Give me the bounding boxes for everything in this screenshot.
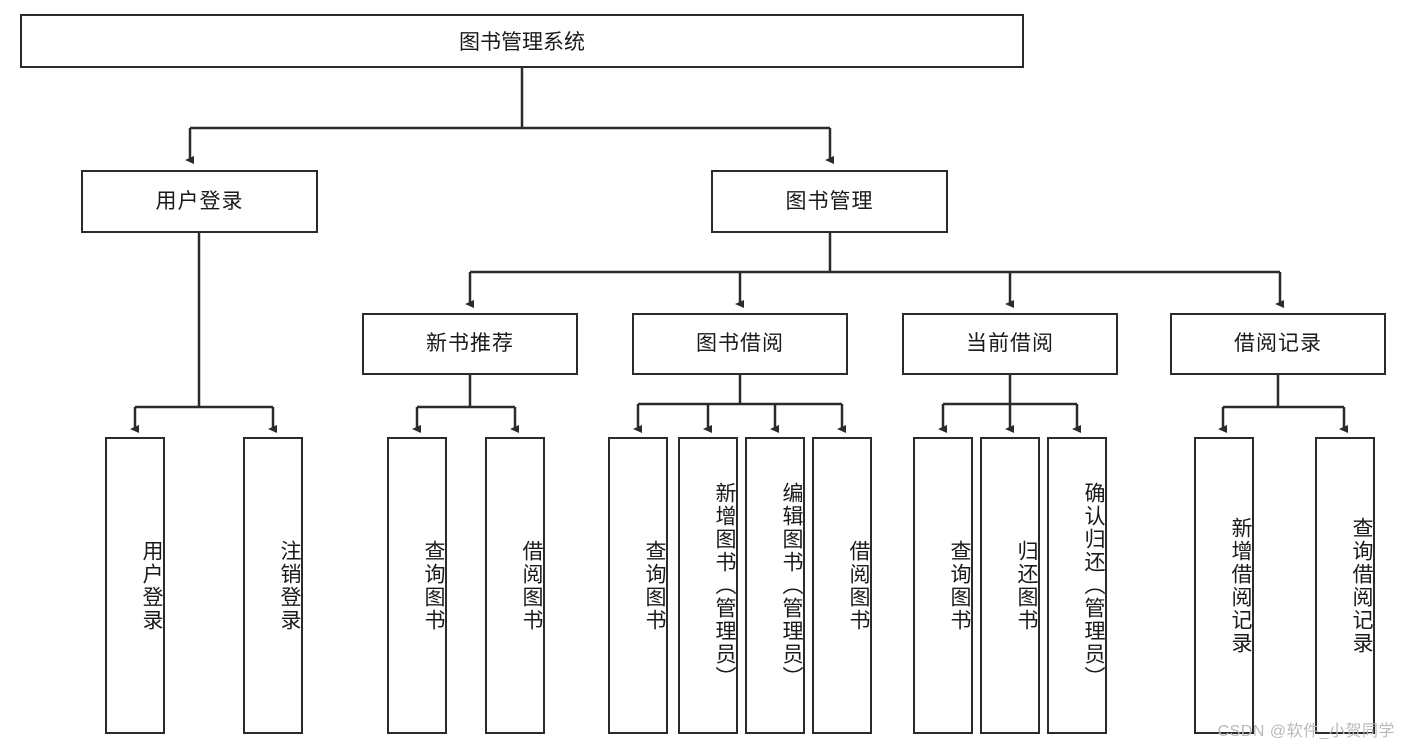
node-label: 借阅记录 xyxy=(1234,332,1322,356)
leaf-user-login-logout[interactable]: 注销登录 xyxy=(243,437,303,734)
node-label: 编辑图书（管理员） xyxy=(780,482,803,689)
node-new-book-recommend[interactable]: 新书推荐 xyxy=(362,313,578,375)
leaf-book-borrow-query-book[interactable]: 查询图书 xyxy=(608,437,668,734)
leaf-current-borrow-return-book[interactable]: 归还图书 xyxy=(980,437,1040,734)
leaf-book-borrow-borrow-book[interactable]: 借阅图书 xyxy=(812,437,872,734)
leaf-book-borrow-add-book-admin[interactable]: 新增图书（管理员） xyxy=(678,437,738,734)
node-label: 新增借阅记录 xyxy=(1229,516,1252,655)
leaf-current-borrow-query-book[interactable]: 查询图书 xyxy=(913,437,973,734)
node-label: 注销登录 xyxy=(278,539,301,632)
node-label: 新书推荐 xyxy=(426,332,514,356)
node-book-borrow[interactable]: 图书借阅 xyxy=(632,313,848,375)
node-label: 查询借阅记录 xyxy=(1350,516,1373,655)
node-label: 用户登录 xyxy=(155,189,244,213)
node-label: 查询图书 xyxy=(948,539,971,632)
node-label: 图书管理系统 xyxy=(459,31,585,54)
node-label: 查询图书 xyxy=(422,539,445,632)
leaf-new-book-query-book[interactable]: 查询图书 xyxy=(387,437,447,734)
node-label: 图书管理 xyxy=(785,189,874,213)
node-label: 当前借阅 xyxy=(966,332,1054,356)
node-borrow-record[interactable]: 借阅记录 xyxy=(1170,313,1386,375)
node-label: 归还图书 xyxy=(1015,539,1038,632)
node-label: 借阅图书 xyxy=(847,539,870,632)
leaf-new-book-borrow-book[interactable]: 借阅图书 xyxy=(485,437,545,734)
leaf-borrow-record-query-record[interactable]: 查询借阅记录 xyxy=(1315,437,1375,734)
leaf-book-borrow-edit-book-admin[interactable]: 编辑图书（管理员） xyxy=(745,437,805,734)
node-label: 借阅图书 xyxy=(520,539,543,632)
node-label: 用户登录 xyxy=(140,539,163,632)
node-label: 图书借阅 xyxy=(696,332,784,356)
leaf-user-login-login[interactable]: 用户登录 xyxy=(105,437,165,734)
leaf-current-borrow-confirm-return-admin[interactable]: 确认归还（管理员） xyxy=(1047,437,1107,734)
node-label: 新增图书（管理员） xyxy=(713,482,736,689)
node-label: 确认归还（管理员） xyxy=(1082,482,1105,689)
node-book-management[interactable]: 图书管理 xyxy=(711,170,948,233)
node-root-book-management-system[interactable]: 图书管理系统 xyxy=(20,14,1024,68)
leaf-borrow-record-add-record[interactable]: 新增借阅记录 xyxy=(1194,437,1254,734)
node-label: 查询图书 xyxy=(643,539,666,632)
node-user-login[interactable]: 用户登录 xyxy=(81,170,318,233)
watermark: CSDN @软件_小贺同学 xyxy=(1217,723,1395,740)
node-current-borrow[interactable]: 当前借阅 xyxy=(902,313,1118,375)
